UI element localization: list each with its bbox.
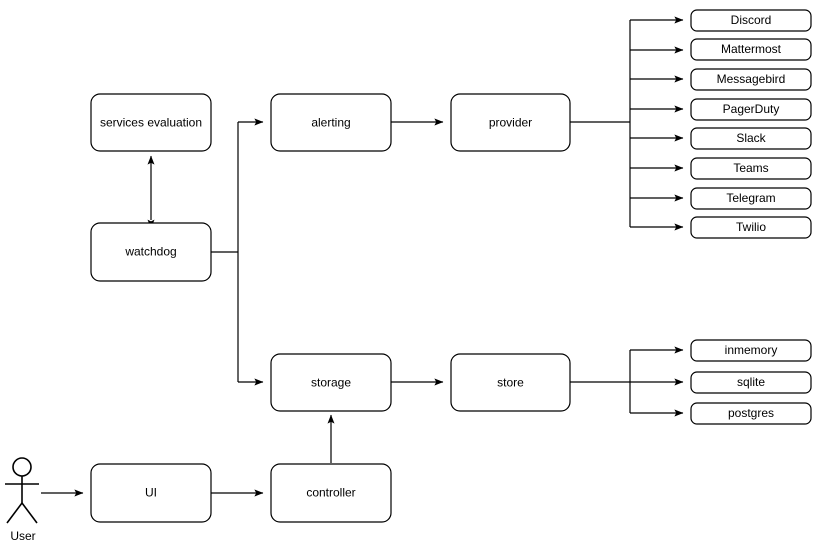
leaf-shape [690, 402, 812, 425]
leaf-shape [690, 216, 812, 239]
edge-store-bus [570, 346, 684, 417]
leaf-label: Teams [733, 161, 768, 175]
node-label: storage [311, 376, 351, 390]
leaf-node-slack[interactable]: Slack [690, 127, 812, 150]
leaf-node-sqlite[interactable]: sqlite [690, 371, 812, 394]
node-controller[interactable]: controller [270, 463, 392, 523]
node-store[interactable]: store [450, 353, 571, 412]
node-shape [270, 463, 392, 523]
leaf-label: PagerDuty [723, 102, 780, 116]
edge-provider-bus [570, 16, 684, 231]
leaf-node-postgres[interactable]: postgres [690, 402, 812, 425]
leaf-label: Telegram [726, 191, 775, 205]
leaf-label: postgres [728, 406, 774, 420]
leaf-shape [690, 98, 812, 121]
leaf-node-discord[interactable]: Discord [690, 9, 812, 32]
leaf-node-mattermost[interactable]: Mattermost [690, 38, 812, 61]
node-ui[interactable]: UI [90, 463, 212, 523]
node-shape [450, 93, 571, 152]
leaf-label: Slack [736, 131, 766, 145]
node-watchdog[interactable]: watchdog [90, 222, 212, 282]
leaf-node-messagebird[interactable]: Messagebird [690, 68, 812, 91]
actor-user[interactable]: User [5, 457, 39, 543]
node-shape [270, 93, 392, 152]
leaf-node-inmemory[interactable]: inmemory [690, 339, 812, 362]
leaf-shape [690, 339, 812, 362]
node-label: UI [145, 486, 157, 500]
node-shape [450, 353, 571, 412]
leaf-label: Messagebird [717, 72, 786, 86]
actor-label: User [10, 529, 35, 543]
node-label: watchdog [124, 245, 176, 259]
actor-leg-right-icon [21, 502, 38, 524]
node-shape [270, 353, 392, 412]
node-alerting[interactable]: alerting [270, 93, 392, 152]
node-services-evaluation[interactable]: services evaluation [90, 93, 212, 152]
leaf-node-pagerduty[interactable]: PagerDuty [690, 98, 812, 121]
leaf-shape [690, 38, 812, 61]
leaf-node-teams[interactable]: Teams [690, 157, 812, 180]
node-shape [90, 222, 212, 282]
leaf-shape [690, 68, 812, 91]
node-provider[interactable]: provider [450, 93, 571, 152]
leaf-node-twilio[interactable]: Twilio [690, 216, 812, 239]
leaf-shape [690, 157, 812, 180]
actor-head-icon [12, 457, 32, 477]
node-label: controller [306, 486, 355, 500]
node-label: alerting [311, 116, 350, 130]
leaf-node-telegram[interactable]: Telegram [690, 187, 812, 210]
leaf-shape [690, 9, 812, 32]
leaf-label: Discord [731, 13, 772, 27]
node-label: store [497, 376, 524, 390]
leaf-shape [690, 371, 812, 394]
edge-watchdog-branch [211, 118, 264, 386]
leaf-label: Mattermost [721, 42, 782, 56]
node-storage[interactable]: storage [270, 353, 392, 412]
leaf-shape [690, 127, 812, 150]
node-label: provider [489, 116, 532, 130]
node-label: services evaluation [100, 116, 202, 130]
node-shape [90, 463, 212, 523]
leaf-label: Twilio [736, 220, 766, 234]
actor-leg-left-icon [6, 502, 23, 524]
leaf-label: sqlite [737, 375, 765, 389]
leaf-label: inmemory [725, 343, 778, 357]
node-shape [90, 93, 212, 152]
leaf-shape [690, 187, 812, 210]
